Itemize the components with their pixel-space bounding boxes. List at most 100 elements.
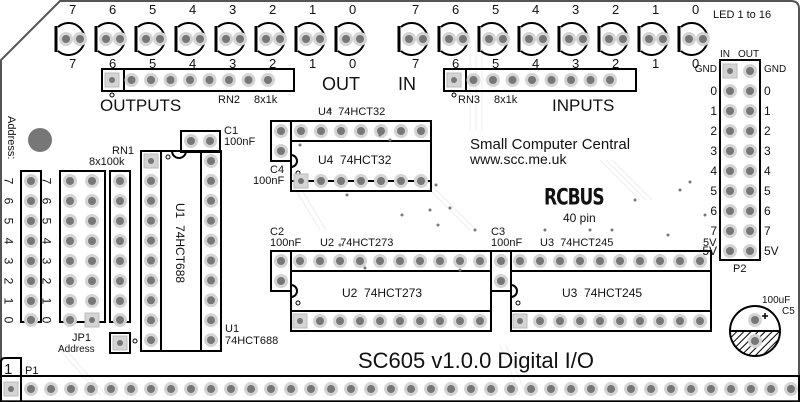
u2-pin1-mark	[295, 300, 301, 306]
led-bit-label-top: 5	[149, 2, 157, 17]
p2-in-label: 3	[710, 144, 717, 158]
led-pad-hole	[459, 35, 467, 43]
c3-value: 100nF	[491, 237, 523, 249]
u2-pad-hole	[297, 318, 303, 324]
rn1-pad-hole	[116, 237, 124, 245]
led-bit-label-bottom: 4	[532, 56, 540, 71]
via	[610, 228, 614, 232]
rn3-pad-hole	[469, 76, 478, 84]
c4-pad-hole	[277, 127, 285, 135]
led-bit-label-top: 6	[452, 2, 460, 17]
addr-pad-hole	[27, 316, 35, 324]
address-bit-label: 2	[39, 277, 54, 285]
led-bit-label-bottom: 1	[309, 56, 317, 71]
u1-pad-hole	[147, 216, 155, 225]
u4-pad-hole	[317, 177, 325, 185]
u3-pad-hole	[676, 257, 684, 265]
p1-outline	[0, 375, 800, 402]
p2-in-label: 1	[710, 104, 717, 118]
p2-pad-hole	[746, 67, 754, 75]
p1-pad-hole	[607, 385, 615, 393]
u3-pin1-mark	[515, 300, 521, 306]
u4-pad-hole	[377, 177, 385, 185]
rn2-pad-hole	[244, 76, 253, 84]
u2-pad-hole	[436, 257, 444, 265]
via	[703, 213, 707, 217]
p2-out-label: 7	[764, 224, 771, 238]
p1-pad-hole	[647, 385, 655, 393]
address-bit-label: 6	[39, 197, 54, 205]
u2-body-ref: U2	[342, 286, 358, 300]
trace	[611, 159, 653, 201]
via	[434, 183, 438, 187]
u1-pad-hole	[207, 336, 215, 345]
led-pad-hole	[302, 35, 310, 43]
u2-ref: U2	[320, 237, 335, 249]
p1-pad-hole	[267, 385, 275, 393]
addr-pad-hole	[27, 217, 35, 225]
address-bit-label: 7	[39, 177, 54, 185]
led-bit-label-bottom: 4	[189, 56, 197, 71]
address-bit-label: 5	[39, 217, 54, 225]
u4-pad-hole	[417, 127, 425, 135]
led-pad-hole	[699, 35, 707, 43]
u1-ref-outline: U1	[225, 323, 240, 335]
rn1-pad-hole	[116, 217, 124, 225]
via	[378, 133, 382, 137]
p2-pad-hole	[746, 87, 754, 95]
u2-pad-hole	[416, 257, 424, 265]
u3-pad-hole	[696, 257, 704, 265]
u2-pad-hole	[436, 317, 444, 325]
p1-ref: P1	[25, 365, 39, 377]
p1-pin1-tab	[0, 357, 22, 376]
rn2-value: 8x1k	[254, 94, 278, 106]
address-bit-label: 0	[39, 316, 54, 324]
p1-pad-hole	[147, 385, 155, 393]
u3-pad-hole	[556, 257, 564, 265]
u1-part-outline: 74HCT688	[225, 335, 279, 347]
led-pad-hole	[499, 35, 507, 43]
u3-body-part: 74HCT245	[584, 286, 643, 300]
led-pad-hole	[356, 35, 364, 43]
led-bit-label-top: 1	[309, 2, 317, 17]
led-pad-hole	[645, 35, 653, 43]
u3-part: 74HCT245	[560, 237, 614, 249]
jp1-pad-hole	[89, 317, 95, 323]
rn2-ref: RN2	[218, 94, 241, 106]
led-bit-label-top: 2	[269, 2, 277, 17]
jp1-pad-hole	[66, 197, 74, 205]
u1-pad-hole	[207, 216, 215, 225]
u1-pad-hole	[147, 296, 155, 305]
url-label: www.scc.me.uk	[470, 151, 567, 167]
p2-in-label: 0	[710, 84, 717, 98]
address-bit-label: 1	[39, 297, 54, 305]
led-pad-hole	[182, 35, 190, 43]
jp1-pad-hole	[66, 217, 74, 225]
via	[688, 180, 692, 184]
led-pad-hole	[565, 35, 573, 43]
p2-out-label: 1	[764, 104, 771, 118]
u1-pad-hole	[148, 158, 154, 164]
rn3-ref: RN3	[458, 94, 481, 106]
u2-pad-hole	[356, 257, 364, 265]
jp1-pad-hole	[88, 237, 96, 245]
address-side-label: Address:	[5, 116, 17, 160]
address-bit-label: 5	[1, 217, 16, 225]
c4-value: 100nF	[253, 175, 285, 187]
led-pad-hole	[445, 35, 453, 43]
p1-pad-hole	[167, 385, 175, 393]
u4-pad-hole	[397, 177, 405, 185]
u2-pad-hole	[456, 257, 464, 265]
u1-ref: U1	[173, 203, 187, 219]
rn1-value: 8x100k	[89, 156, 125, 168]
led-bit-label-bottom: 5	[492, 56, 500, 71]
u4-pad-hole	[377, 127, 385, 135]
c2-ref: C2	[270, 226, 285, 238]
u4-pad-hole	[298, 178, 304, 184]
c1-pad-hole	[187, 137, 195, 145]
p2-pad-hole	[726, 127, 734, 135]
rn2-pad-hole	[225, 76, 233, 84]
p2-in-label: 2	[710, 124, 717, 138]
jp1-pad-hole	[66, 237, 74, 245]
rn1-pad-hole	[116, 257, 124, 265]
